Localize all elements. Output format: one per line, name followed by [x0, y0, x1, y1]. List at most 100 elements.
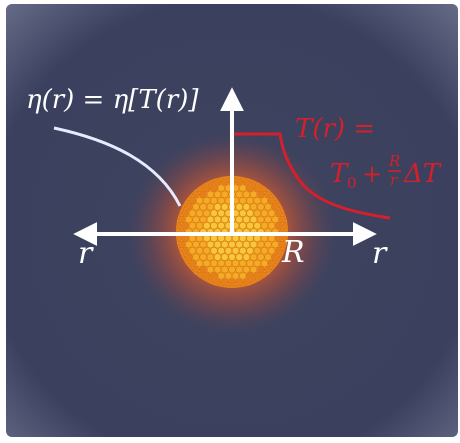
atom [239, 209, 247, 217]
atom [192, 190, 200, 199]
atom [203, 247, 211, 255]
atom [250, 240, 258, 249]
atom [250, 190, 258, 199]
atom [188, 222, 197, 230]
atom [221, 203, 229, 211]
atom [264, 253, 272, 261]
atom [196, 222, 204, 230]
atom [253, 209, 261, 217]
atom [210, 184, 218, 192]
atom [199, 240, 207, 249]
atom [210, 197, 218, 205]
viscosity-equation: η(r) = η[T(r)] [26, 85, 199, 115]
atom [188, 247, 197, 255]
r-label-left: r [78, 236, 94, 271]
atom [206, 215, 215, 224]
atom [260, 209, 269, 217]
atom [199, 253, 207, 261]
atom [264, 190, 272, 199]
atom [239, 197, 247, 205]
atom [260, 197, 269, 205]
atom [228, 240, 236, 249]
atom [257, 190, 265, 199]
atom [181, 209, 189, 217]
atom [192, 215, 200, 224]
atom [228, 278, 236, 286]
atom [235, 240, 243, 249]
atom [232, 247, 240, 255]
atom [271, 240, 279, 249]
atom [199, 203, 207, 211]
atom [221, 240, 229, 249]
atom [221, 178, 229, 186]
atom [268, 209, 276, 217]
atom [206, 203, 215, 211]
temp-plus: + [362, 160, 382, 188]
atom [214, 266, 222, 274]
atom [199, 190, 207, 199]
atom [246, 197, 254, 205]
atom [221, 266, 229, 274]
atom [217, 222, 225, 230]
atom [224, 259, 233, 267]
temp-t0-sub: 0 [347, 174, 357, 192]
atom [235, 203, 243, 211]
atom [246, 209, 254, 217]
atom [242, 215, 251, 224]
atom [253, 247, 261, 255]
atom [221, 253, 229, 261]
atom [203, 184, 211, 192]
nanoparticle [176, 176, 288, 288]
atom [196, 247, 204, 255]
atom [228, 266, 236, 274]
atom [196, 209, 204, 217]
atom [271, 253, 279, 261]
atom [257, 266, 265, 274]
temp-frac-num: R [388, 152, 400, 170]
atom [253, 222, 261, 230]
atom [242, 178, 251, 186]
atom [239, 184, 247, 192]
atom [203, 197, 211, 205]
atom [242, 203, 251, 211]
atom [224, 247, 233, 255]
atom [268, 222, 276, 230]
atom [206, 266, 215, 274]
atom [242, 240, 251, 249]
atom [192, 266, 200, 274]
atom [203, 272, 211, 280]
atom [246, 184, 254, 192]
atom [188, 209, 197, 217]
atom [185, 253, 193, 261]
atom [178, 215, 186, 224]
atom [228, 253, 236, 261]
atom [203, 222, 211, 230]
atom [214, 240, 222, 249]
atom [210, 272, 218, 280]
atom [246, 247, 254, 255]
atom [217, 209, 225, 217]
r-label-right: r [372, 236, 388, 271]
atom [275, 247, 283, 255]
atom [217, 184, 225, 192]
atom [217, 247, 225, 255]
atom [250, 266, 258, 274]
atom [188, 259, 197, 267]
atom [246, 259, 254, 267]
atom [196, 259, 204, 267]
atom [239, 259, 247, 267]
atom [232, 284, 240, 288]
atom [185, 240, 193, 249]
atom [199, 215, 207, 224]
atom [214, 253, 222, 261]
atom [206, 190, 215, 199]
atom [268, 197, 276, 205]
atom [257, 203, 265, 211]
atom [206, 240, 215, 249]
atom [253, 272, 261, 280]
atom [246, 222, 254, 230]
atom [246, 272, 254, 280]
atom [210, 209, 218, 217]
atom [264, 266, 272, 274]
